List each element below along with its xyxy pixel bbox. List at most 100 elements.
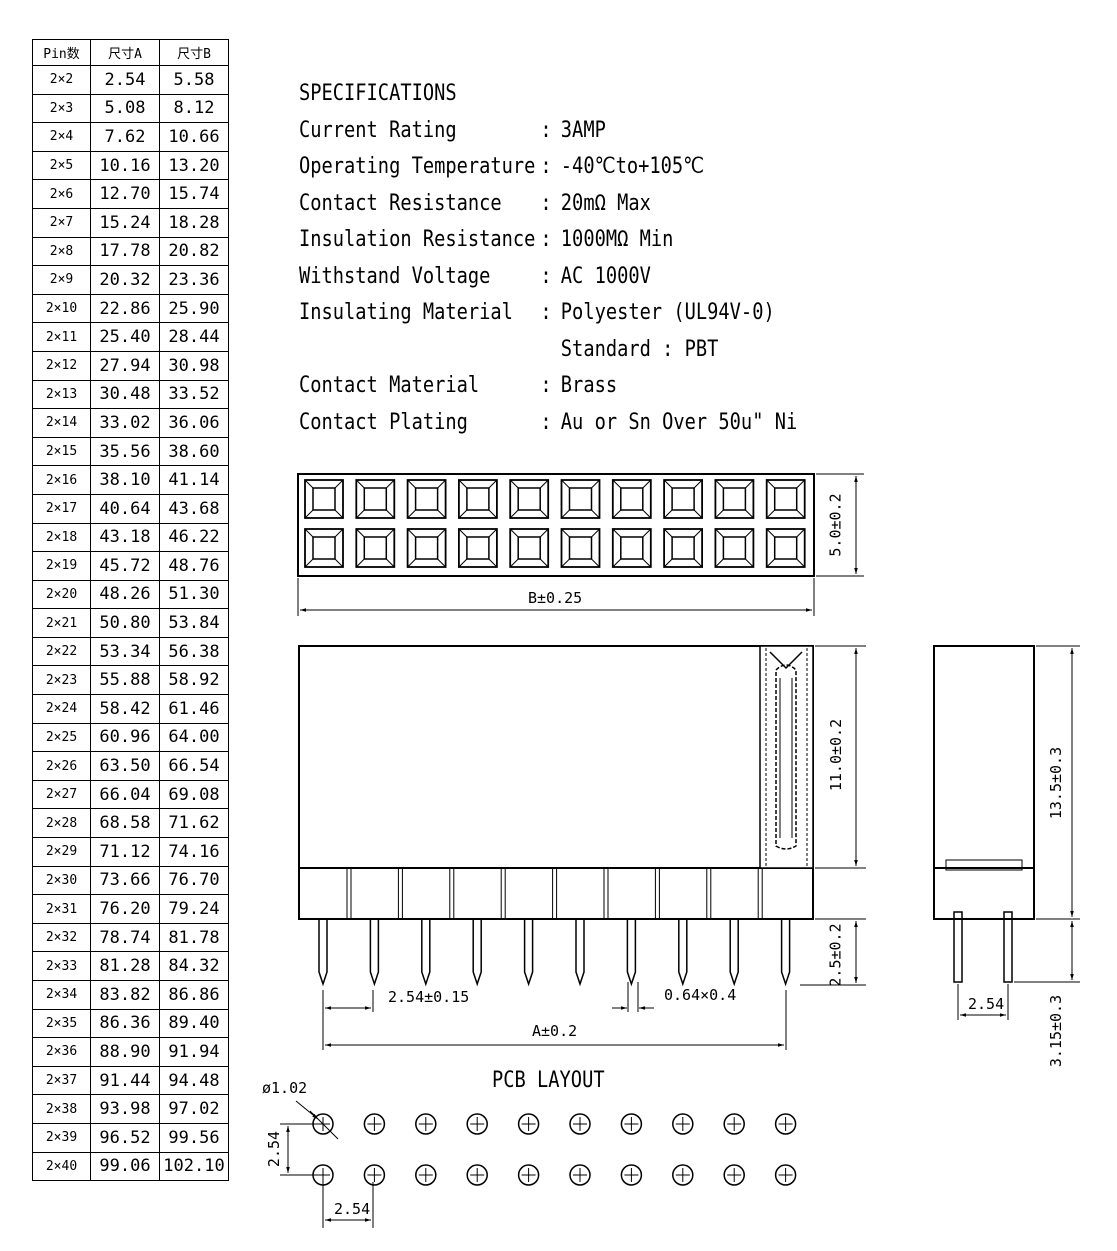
cell-dim-b: 102.10 <box>159 1151 229 1182</box>
contact-cell <box>560 479 601 519</box>
cell-dim-b: 84.32 <box>159 951 229 981</box>
cell-dim-b: 41.14 <box>159 465 229 495</box>
cell-dim-a: 86.36 <box>90 1008 160 1039</box>
header-dim-b: 尺寸B <box>159 39 229 66</box>
contact-cell <box>355 479 396 519</box>
dim-side-pitch: 2.54 <box>968 995 1005 1013</box>
pcb-hole <box>517 1113 540 1135</box>
cell-dim-a: 58.42 <box>90 694 160 724</box>
pcb-layout <box>280 1100 797 1228</box>
cell-dim-b: 18.28 <box>159 207 229 238</box>
specifications-title: SPECIFICATIONS <box>299 81 457 106</box>
cell-dim-a: 91.44 <box>90 1065 160 1096</box>
pin <box>780 919 791 987</box>
pin <box>626 919 637 987</box>
cell-dim-a: 71.12 <box>90 837 160 867</box>
pcb-hole <box>620 1113 643 1135</box>
contact-cell <box>611 479 652 519</box>
contact-cell <box>457 528 498 568</box>
cell-dim-a: 68.58 <box>90 808 160 839</box>
cell-dim-a: 76.20 <box>90 894 160 924</box>
cell-dim-b: 30.98 <box>159 350 229 381</box>
cell-dim-b: 10.66 <box>159 122 229 152</box>
spec-label: Withstand Voltage <box>299 263 491 289</box>
cell-dim-b: 81.78 <box>159 922 229 953</box>
front-view <box>298 645 866 1050</box>
spec-value: 3AMP <box>560 117 606 143</box>
cell-dim-b: 66.54 <box>159 751 229 781</box>
dim-pin-size: 0.64×0.4 <box>664 986 737 1004</box>
cell-dim-a: 35.56 <box>90 436 160 467</box>
spec-label: Insulating Material <box>299 300 513 325</box>
contact-cell <box>304 528 344 568</box>
cell-dim-b: 43.68 <box>159 493 229 524</box>
spec-separator: : <box>540 117 552 143</box>
pin <box>318 919 328 987</box>
pin <box>369 919 380 987</box>
cell-dim-b: 99.56 <box>159 1122 229 1153</box>
cell-pin-count: 2×40 <box>32 1151 91 1182</box>
header-dim-a: 尺寸A <box>90 39 160 66</box>
table-header-row: Pin数 尺寸A 尺寸B <box>32 39 229 66</box>
pin <box>523 919 534 987</box>
cell-pin-count: 2×4 <box>32 122 91 152</box>
contact-cell <box>714 479 755 519</box>
pin <box>421 919 431 987</box>
contact-cell <box>714 528 755 568</box>
pcb-hole <box>723 1164 745 1186</box>
cell-pin-count: 2×9 <box>32 265 91 295</box>
spec-label: Current Rating <box>299 117 457 143</box>
cell-dim-a: 63.50 <box>90 751 160 781</box>
cell-pin-count: 2×21 <box>32 608 91 638</box>
cell-dim-a: 73.66 <box>90 865 160 896</box>
pcb-hole <box>415 1164 437 1186</box>
cell-pin-count: 2×24 <box>32 694 91 724</box>
spec-value: Brass <box>560 373 618 398</box>
spec-row: Insulation Resistance:1000MΩ Min <box>299 222 797 259</box>
pin <box>575 919 585 987</box>
contact-cell <box>355 528 396 568</box>
pcb-layout-title: PCB LAYOUT <box>492 1068 605 1093</box>
spec-separator: : <box>540 409 552 435</box>
header-pin-count: Pin数 <box>32 39 91 66</box>
contact-cell <box>457 479 498 519</box>
cell-dim-b: 23.36 <box>159 265 229 295</box>
pcb-hole <box>774 1113 797 1135</box>
cell-pin-count: 2×26 <box>32 751 91 781</box>
cell-dim-b: 94.48 <box>159 1065 229 1096</box>
cell-dim-a: 48.26 <box>90 579 160 610</box>
contact-cell <box>611 528 652 568</box>
cell-dim-b: 53.84 <box>159 608 229 638</box>
spec-value: Au or Sn Over 50u" Ni <box>560 409 798 435</box>
cell-dim-b: 89.40 <box>159 1008 229 1039</box>
cell-dim-a: 53.34 <box>90 636 160 667</box>
spec-value: -40℃to+105℃ <box>560 154 705 179</box>
contact-cell <box>765 528 806 568</box>
cell-pin-count: 2×19 <box>32 551 91 581</box>
dim-top-width: B±0.25 <box>528 589 583 607</box>
cell-dim-a: 22.86 <box>90 293 160 324</box>
cell-pin-count: 2×14 <box>32 408 91 438</box>
cell-dim-b: 58.92 <box>159 665 229 696</box>
